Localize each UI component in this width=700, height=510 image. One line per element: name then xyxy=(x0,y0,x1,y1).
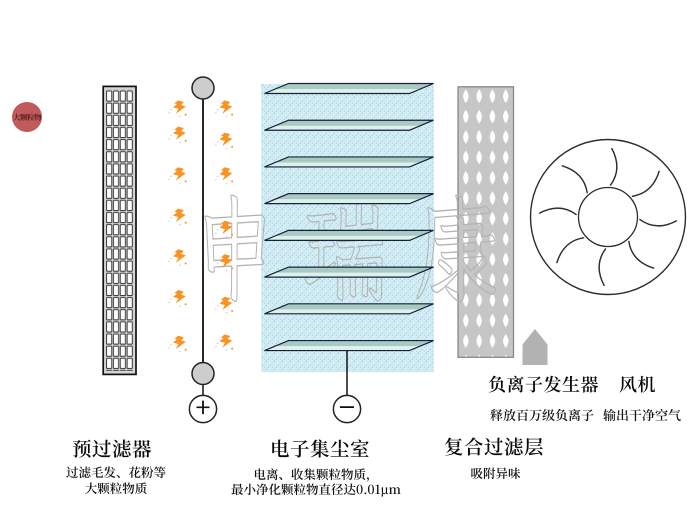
composite-filter-label: 复合过滤层 xyxy=(443,431,544,460)
top-electrode xyxy=(191,76,215,100)
negative-terminal: − xyxy=(332,351,362,425)
collector-plate xyxy=(264,229,434,241)
fan-blade xyxy=(638,218,678,227)
lightning-icon xyxy=(168,126,187,143)
ion-generator-description: 释放百万级负离子 xyxy=(490,405,595,424)
lightning-icon xyxy=(214,254,234,271)
ion-generator-label: 负离子发生器 xyxy=(488,370,599,397)
composite-filter-panel xyxy=(457,86,515,358)
lightning-icon xyxy=(214,220,234,238)
lightning-icon xyxy=(168,208,187,226)
fan-graphic xyxy=(529,138,687,296)
lightning-icon xyxy=(168,335,187,353)
fan-blade xyxy=(561,165,589,194)
collector-plate xyxy=(264,193,434,205)
lightning-icon xyxy=(214,132,234,150)
dust-chamber-label: 电子集尘室 xyxy=(269,434,370,462)
prefilter-label: 预过滤器 xyxy=(71,434,152,462)
collector-plate xyxy=(264,339,434,352)
corona-wire-assembly: + xyxy=(188,76,218,424)
fan-blade xyxy=(556,236,585,264)
lightning-icon xyxy=(214,334,234,351)
lightning-icon xyxy=(168,249,187,266)
dust-chamber-desc-line2: 最小净化颗粒物直径达0.01µm xyxy=(231,480,401,499)
collector-plate xyxy=(264,119,434,131)
bottom-electrode xyxy=(191,361,215,386)
ionization-sparks xyxy=(168,100,234,353)
lightning-icon xyxy=(168,167,187,184)
collector-plates xyxy=(264,82,434,352)
fan-blade xyxy=(609,147,618,187)
prefilter-description: 过滤毛发、花粉等 大颗粒物质 xyxy=(42,463,190,497)
dust-chamber-body xyxy=(261,84,434,372)
particle-badge: 大颗粒物 xyxy=(12,102,42,132)
fan-blades xyxy=(538,147,678,287)
collector-plate xyxy=(264,266,434,278)
prefilter-desc-line1: 过滤毛发、花粉等 xyxy=(65,463,166,481)
collector-plate xyxy=(264,156,434,168)
watermark-text: 申瑞康 xyxy=(192,171,526,323)
dust-chamber-desc-line1: 电离、收集颗粒物质， xyxy=(253,464,379,483)
fan-blade xyxy=(631,170,660,198)
negative-terminal-circle xyxy=(332,394,362,424)
prefilter-panel xyxy=(102,85,137,376)
collector-plate xyxy=(264,303,434,315)
fan-blade xyxy=(627,240,655,269)
positive-sign: + xyxy=(196,388,210,423)
lightning-icon xyxy=(214,167,234,184)
collector-plate xyxy=(264,82,434,95)
composite-desc-line1: 吸附异味 xyxy=(470,463,521,482)
fan-blade xyxy=(538,207,578,216)
particle-badge-label: 大颗粒物 xyxy=(13,111,42,123)
fan-blade xyxy=(598,247,607,287)
lightning-icon xyxy=(214,296,234,314)
fan-hub xyxy=(577,186,639,248)
prefilter-desc-line2: 大颗粒物质 xyxy=(84,478,148,497)
negative-sign: − xyxy=(339,388,354,425)
fan-description: 输出干净空气 xyxy=(603,405,682,424)
lightning-icon xyxy=(168,100,187,117)
dust-chamber-description: 电离、收集颗粒物质， 最小净化颗粒物直径达0.01µm xyxy=(216,464,416,499)
fan-label: 风机 xyxy=(619,370,656,397)
ion-generator-shape xyxy=(522,329,548,365)
positive-terminal-circle xyxy=(188,394,218,424)
lightning-icon xyxy=(168,290,187,307)
composite-filter-description: 吸附异味 xyxy=(424,463,567,482)
lightning-icon xyxy=(214,100,234,117)
